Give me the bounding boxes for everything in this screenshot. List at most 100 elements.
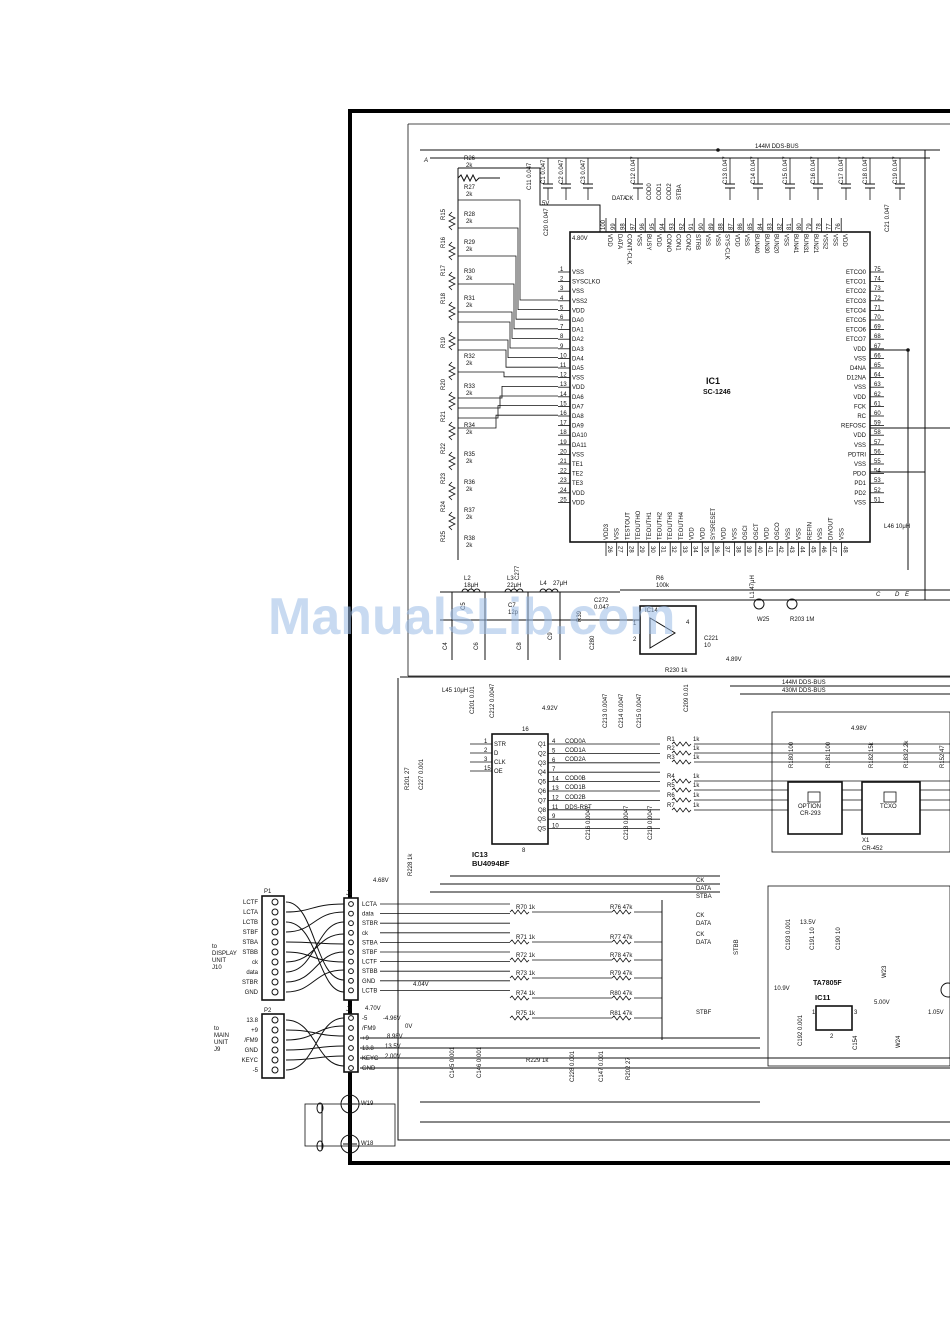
p2-pin-contact xyxy=(271,1066,279,1074)
bus-mid1-label: 144M DDS-BUS xyxy=(782,680,826,686)
ic1-part: SC-1246 xyxy=(703,389,731,396)
ic1-left-pin-name: DA3 xyxy=(572,347,584,353)
c192-label: W23 xyxy=(882,965,888,978)
ic1-right-pin-num: 73 xyxy=(874,286,881,292)
top-cap-label: C2 0.047 xyxy=(559,159,565,184)
ic1-left-pin-num: 8 xyxy=(560,334,564,340)
p2-pin-contact xyxy=(271,1016,279,1024)
ic13-top-pin: 16 xyxy=(522,727,529,733)
ic1-right-pin-name: PD2 xyxy=(854,491,866,497)
switch-assembly: W19 W18 xyxy=(304,1080,396,1154)
ic1-right-pin-name: ETCO1 xyxy=(846,280,867,286)
ic1-left-pin-num: 14 xyxy=(560,392,567,398)
ic1-right-pin-num: 70 xyxy=(874,315,881,321)
ic13-right-pin-name: Q3 xyxy=(538,761,547,767)
c147-label: C147 0.001 xyxy=(599,1050,605,1082)
ic13-right-pin-name: Q2 xyxy=(538,751,547,757)
ic1-left-pin-num: 25 xyxy=(560,497,567,503)
ic11-pin-2: 2 xyxy=(830,1034,834,1040)
ic1-top-pin-num: 86 xyxy=(738,223,744,230)
ic1-right-pin-num: 52 xyxy=(874,488,881,494)
ic1-right-pin-num: 72 xyxy=(874,296,881,302)
bus-resistor-symbol xyxy=(611,909,632,915)
p1-pin-label: STBR xyxy=(242,980,259,986)
j1-pin-label: LCTA xyxy=(362,902,377,908)
ic1-right-pin-num: 64 xyxy=(874,373,881,379)
p1-pin-label: ck xyxy=(252,960,259,966)
j1-pin-contact xyxy=(348,920,354,927)
r28-label: R28 xyxy=(464,212,476,218)
tcxo-name: TCXO xyxy=(880,804,897,810)
option-xtal-name: OPTION xyxy=(798,804,821,810)
r34-label: R34 xyxy=(464,423,476,429)
series-resistor-symbol xyxy=(671,759,692,765)
r21-label: R21 xyxy=(441,410,447,422)
ic1-left-pin-name: DA8 xyxy=(572,414,584,420)
connector-j2: J2 -4.96V 0V 8.98V 13.5V 2.00V xyxy=(343,1007,412,1073)
c7-value: 12p xyxy=(508,610,519,616)
bus-resistor-label: R71 1k xyxy=(516,935,536,941)
j2-pin-contact xyxy=(348,1045,354,1051)
x1-name: X1 xyxy=(862,838,870,844)
r33-label: R33 xyxy=(464,384,476,390)
p1-pin-contact xyxy=(271,948,279,956)
c209-label: C209 0.01 xyxy=(684,684,690,712)
ic1-right-pin-num: 55 xyxy=(874,459,881,465)
p1-pin-label: data xyxy=(246,970,258,976)
series-net-label: COD0B xyxy=(565,776,586,782)
ic1-top-pin-name: SYS-CLK xyxy=(724,234,730,260)
lowpass-filter: L2 18μH L3 22μH L4 27μH C4 C6 C8 C9 C5 C… xyxy=(440,565,742,663)
r24-label: R24 xyxy=(441,500,447,512)
shunt-resistor-symbol xyxy=(448,211,456,231)
ic1-left-pin-name: VDD xyxy=(572,308,585,314)
c221-value: 10 xyxy=(704,643,711,649)
ic1-right-pin-name: ETCO0 xyxy=(846,270,867,276)
c5-name: C5 xyxy=(461,602,467,610)
j1-pin-contact xyxy=(348,949,354,955)
ic1-bottom-network: W25 R203 1M L46 10μH L1 47μH C D E xyxy=(620,524,950,623)
ic1-right-pin-name: ETCO6 xyxy=(846,328,867,334)
shunt-resistor-symbol xyxy=(448,451,456,471)
ic1-left-pin-name: DA4 xyxy=(572,356,584,362)
series-resistor-value: 1k xyxy=(693,755,700,761)
bus-resistor-symbol xyxy=(611,939,632,945)
bus-mid: 144M DDS-BUS 430M DDS-BUS R230 1k L45 10… xyxy=(400,668,950,728)
series-resistor-symbol xyxy=(671,750,692,756)
net-data-2: DATA xyxy=(696,921,711,927)
ic1-left-pin-name: DA11 xyxy=(572,443,587,449)
ic1-left-pin-num: 5 xyxy=(560,305,564,311)
ic1-bottom-pin-num: 40 xyxy=(756,546,762,553)
bus-resistor-symbol xyxy=(509,995,530,1001)
r178-label: C190 10 xyxy=(836,927,842,950)
ic1-top-pin-num: 87 xyxy=(728,223,734,230)
j1-pin-contact xyxy=(348,968,354,975)
series-resistor-name: R3 xyxy=(667,755,675,761)
p2-pin-contact xyxy=(271,1046,279,1054)
j2-pin-label: +9 xyxy=(362,1036,370,1042)
ic1-left-pin-num: 13 xyxy=(560,382,567,388)
ic14-name: IC14 xyxy=(645,608,658,614)
bus-resistor-label: R70 1k xyxy=(516,905,536,911)
ic1-bottom-pin-name: VSS xyxy=(818,528,824,540)
ic1-right-pin-name: PDO xyxy=(853,472,866,478)
c190-label: C192 0.001 xyxy=(798,1014,804,1046)
ic1-left-pin-name: DA9 xyxy=(572,424,584,430)
r19-label: R19 xyxy=(441,336,447,348)
ic1-right-pin-num: 57 xyxy=(874,440,881,446)
ic1-bottom-pin-num: 31 xyxy=(660,546,666,553)
r27-value: 2k xyxy=(466,192,473,198)
ic1-bottom-pin-num: 47 xyxy=(831,546,837,553)
j2-pin-label: /FM9 xyxy=(362,1026,376,1032)
ic1-bottom-pin-name: TEOUTH2 xyxy=(658,511,664,540)
ic1-left-pin-name: VSS xyxy=(572,289,584,295)
top-cap-label: C17 0.047 xyxy=(839,156,845,184)
r39-name: R39 xyxy=(577,610,583,622)
ic1-top-pin-name: VDD xyxy=(841,234,847,247)
j2-pin-contact xyxy=(348,1015,354,1021)
j1-pin-contact xyxy=(348,939,354,946)
bus-top-label: 144M DDS-BUS xyxy=(755,144,799,150)
c11-label: C20 0.047 xyxy=(544,208,550,236)
ladder-wire xyxy=(458,311,558,339)
ic1-top-pin-name: BUN20 xyxy=(773,234,779,254)
